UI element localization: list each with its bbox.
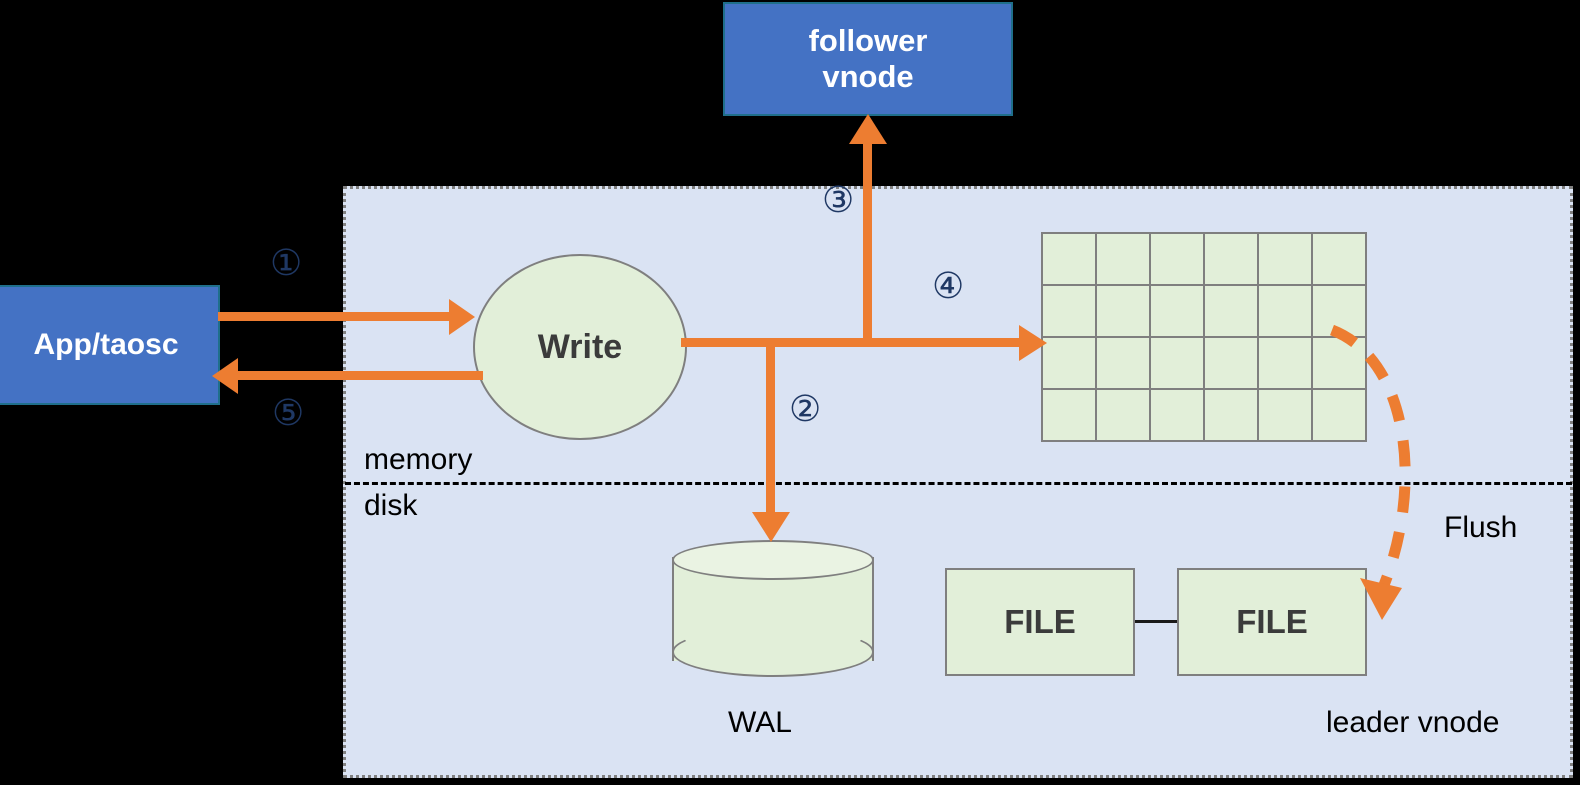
step-number-2: ②	[789, 389, 822, 430]
grid-cell	[1095, 284, 1151, 338]
leader-vnode-label: leader vnode	[1326, 706, 1500, 739]
table-row	[1041, 232, 1367, 286]
grid-cell	[1095, 336, 1151, 390]
memory-label: memory	[364, 443, 473, 476]
grid-cell	[1041, 388, 1097, 442]
step-number-5: ⑤	[272, 393, 305, 434]
grid-cell	[1149, 284, 1205, 338]
write-node[interactable]: Write	[473, 254, 687, 440]
table-row	[1041, 336, 1367, 390]
grid-cell	[1095, 232, 1151, 286]
memory-disk-divider	[345, 482, 1572, 485]
cylinder-bottom-ellipse	[672, 627, 874, 677]
flow-1-arrowhead	[449, 299, 475, 335]
grid-cell	[1311, 336, 1367, 390]
flush-curve-path	[1330, 324, 1411, 598]
grid-cell	[1203, 388, 1259, 442]
grid-cell	[1257, 336, 1313, 390]
grid-cell	[1203, 284, 1259, 338]
step-number-1: ①	[270, 243, 303, 284]
grid-cell	[1149, 232, 1205, 286]
grid-cell	[1203, 336, 1259, 390]
flow-5-line	[238, 371, 483, 380]
follower-vnode-label-line2: vnode	[822, 59, 914, 94]
file-connector-line	[1135, 620, 1178, 623]
app-taosc-label: App/taosc	[33, 327, 179, 361]
flow-4-arrowhead	[1019, 325, 1047, 361]
wal-label: WAL	[728, 706, 792, 739]
flow-5-arrowhead	[212, 358, 238, 394]
flush-dashed-arrow	[1330, 324, 1411, 620]
flow-3-line	[863, 140, 872, 343]
follower-vnode-box[interactable]: follower vnode	[723, 2, 1013, 116]
app-taosc-box[interactable]: App/taosc	[0, 285, 220, 405]
grid-cell	[1041, 284, 1097, 338]
disk-label: disk	[364, 489, 418, 522]
grid-cell	[1311, 232, 1367, 286]
file-box-2-label: FILE	[1236, 603, 1308, 640]
table-row	[1041, 284, 1367, 338]
flow-4-line	[681, 338, 1031, 347]
cylinder-top-ellipse	[672, 540, 874, 580]
flow-3-arrowhead	[849, 114, 887, 144]
follower-vnode-label-line1: follower	[808, 23, 928, 59]
grid-cell	[1257, 232, 1313, 286]
grid-cell	[1257, 388, 1313, 442]
grid-cell	[1041, 336, 1097, 390]
wal-cylinder[interactable]	[672, 540, 874, 678]
table-row	[1041, 388, 1367, 442]
file-box-1-label: FILE	[1004, 603, 1076, 640]
grid-cell	[1203, 232, 1259, 286]
flush-label: Flush	[1444, 511, 1518, 544]
flow-1-line	[218, 312, 460, 321]
grid-cell	[1149, 336, 1205, 390]
grid-cell	[1041, 232, 1097, 286]
step-number-3: ③	[822, 180, 855, 221]
file-box-1[interactable]: FILE	[945, 568, 1135, 676]
step-number-4: ④	[932, 266, 965, 307]
write-node-label: Write	[537, 327, 623, 366]
flush-arrowhead	[1360, 578, 1402, 620]
grid-cell	[1149, 388, 1205, 442]
flow-2-arrowhead	[752, 512, 790, 542]
flow-2-line	[766, 338, 775, 518]
file-box-2[interactable]: FILE	[1177, 568, 1367, 676]
grid-cell	[1095, 388, 1151, 442]
memory-table-grid	[1041, 232, 1367, 442]
grid-cell	[1311, 388, 1367, 442]
grid-cell	[1257, 284, 1313, 338]
